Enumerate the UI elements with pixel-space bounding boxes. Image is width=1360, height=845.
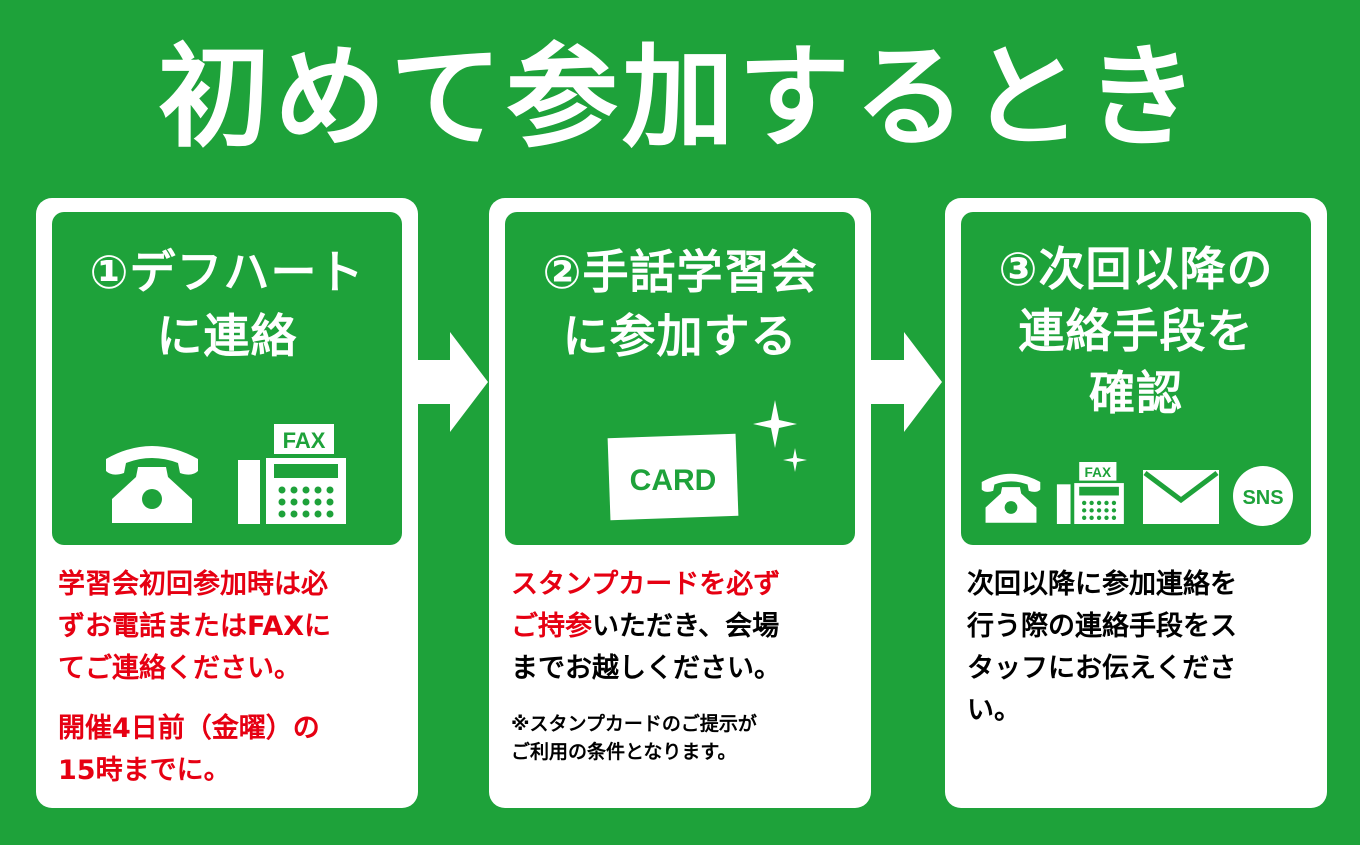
fax-icon: FAX xyxy=(238,424,346,524)
fax-icon: FAX xyxy=(1056,462,1124,524)
telephone-icon xyxy=(981,473,1041,523)
step-1-panel: ①デフハート に連絡 FAX xyxy=(52,212,402,545)
step-1-deadline-line: 開催4日前（金曜）の xyxy=(58,713,320,744)
step-1-title-line1: ①デフハート xyxy=(89,245,365,299)
step-3-line: い。 xyxy=(967,695,1021,726)
step-2-note: ※スタンプカードのご提示が ご利用の条件となります。 xyxy=(511,710,856,766)
step-1-title-line2: に連絡 xyxy=(156,309,298,363)
step-1-red-line: てご連絡ください。 xyxy=(58,653,301,684)
step-2-panel: ②手話学習会 に参加する CARD xyxy=(505,212,855,545)
step-2-note-line: ※スタンプカードのご提示が xyxy=(511,713,757,735)
arrow-right-icon xyxy=(864,332,942,432)
step-3-title: ③次回以降の 連絡手段を 確認 xyxy=(961,238,1311,424)
fax-label: FAX xyxy=(1085,465,1112,480)
sns-icon: SNS xyxy=(1233,466,1293,526)
arrow-right-icon xyxy=(410,332,488,432)
step-1-title: ①デフハート に連絡 xyxy=(52,240,402,368)
step-2-line-2-rest: いただき、会場 xyxy=(592,611,780,642)
step-1-red-line: 学習会初回参加時は必 xyxy=(58,569,328,600)
step-2-text: スタンプカードを必ず ご持参いただき、会場 までお越しください。 ※スタンプカー… xyxy=(511,564,856,766)
step-2-red-line: スタンプカードを必ず xyxy=(511,569,781,600)
sns-label: SNS xyxy=(1242,487,1283,509)
step-2-title-line1: ②手話学習会 xyxy=(542,245,818,299)
step-2-title: ②手話学習会 に参加する xyxy=(505,240,855,368)
step-3-title-line2: 連絡手段を xyxy=(1018,304,1254,358)
step-3-card: ③次回以降の 連絡手段を 確認 FAX xyxy=(945,198,1327,808)
step-3-panel: ③次回以降の 連絡手段を 確認 FAX xyxy=(961,212,1311,545)
step-2-red-emphasis: ご持参 xyxy=(511,611,592,642)
step-2-note-line: ご利用の条件となります。 xyxy=(511,741,737,763)
step-1-deadline-line: 15時までに。 xyxy=(58,755,231,786)
step-3-line: 次回以降に参加連絡を xyxy=(967,569,1237,600)
step-1-text: 学習会初回参加時は必 ずお電話またはFAXに てご連絡ください。 開催4日前（金… xyxy=(58,564,403,792)
step-2-line-3: までお越しください。 xyxy=(511,653,781,684)
stamp-card-icon: CARD xyxy=(607,433,739,521)
step-3-line: タッフにお伝えくださ xyxy=(967,653,1237,684)
sparkle-icon xyxy=(753,400,807,472)
step-2-line-2: ご持参いただき、会場 xyxy=(511,606,856,648)
step-3-title-line3: 確認 xyxy=(1089,366,1183,420)
step-3-title-line1: ③次回以降の xyxy=(998,242,1274,296)
telephone-icon xyxy=(106,446,198,523)
step-1-card: ①デフハート に連絡 FAX 学習会初回参加時は必 ずお電話またはFAXに てご… xyxy=(36,198,418,808)
fax-label: FAX xyxy=(283,428,326,453)
step-2-card: ②手話学習会 に参加する CARD スタンプカードを必ず ご持参いただき、会場 … xyxy=(489,198,871,808)
step-1-red-line: ずお電話またはFAXに xyxy=(58,611,332,642)
step-3-line: 行う際の連絡手段をス xyxy=(967,611,1237,642)
step-2-title-line2: に参加する xyxy=(562,309,798,363)
envelope-icon xyxy=(1143,470,1219,524)
card-label: CARD xyxy=(630,464,717,497)
page-title: 初めて参加するとき xyxy=(158,33,1202,163)
step-3-text: 次回以降に参加連絡を 行う際の連絡手段をス タッフにお伝えくださ い。 xyxy=(967,564,1312,732)
